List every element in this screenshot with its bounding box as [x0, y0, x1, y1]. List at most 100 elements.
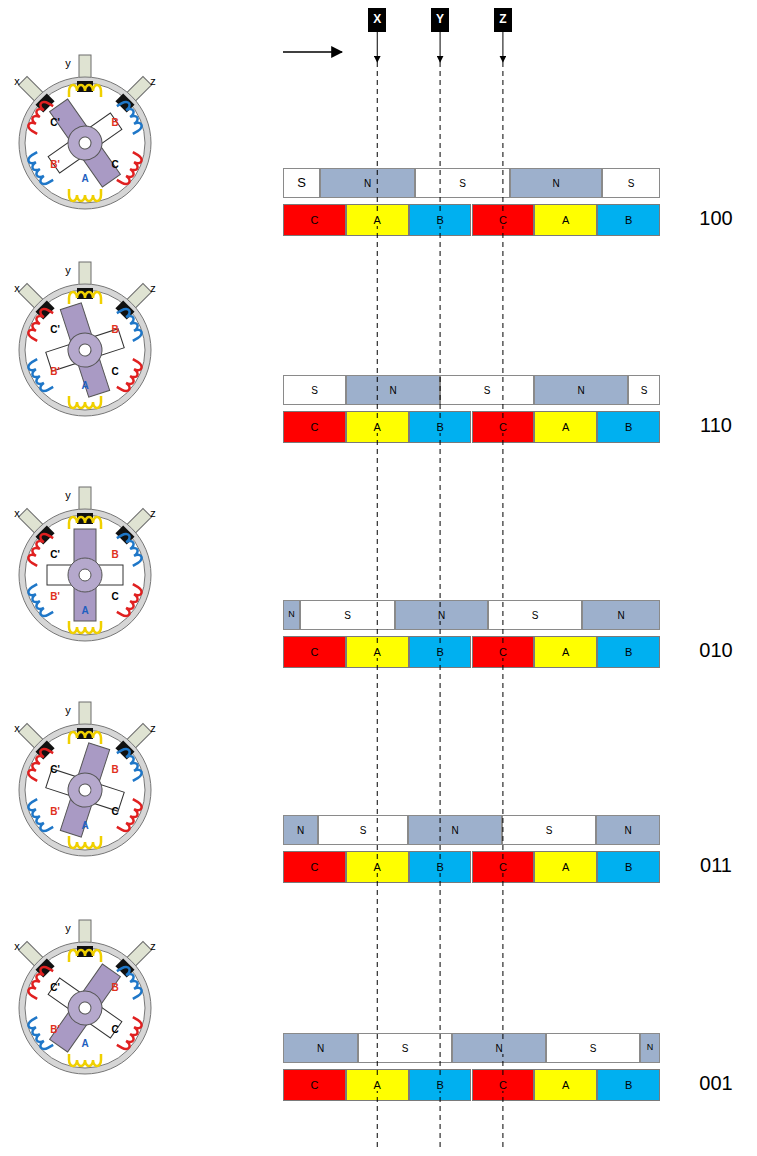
rotor-shaft [77, 782, 92, 797]
stator-coil-segment: B [409, 636, 472, 668]
segment-letter: B [435, 421, 444, 433]
segment-letter: B [435, 1079, 444, 1091]
segment-letter: A [373, 861, 382, 873]
rotor-arm-north [60, 303, 109, 397]
segment-letter: S [401, 1043, 410, 1054]
segment-letter: N [388, 385, 397, 396]
motor-part-label: C [111, 160, 118, 170]
sensor-arrow [502, 32, 503, 62]
segment-letter: N [450, 825, 459, 836]
stator-inner [25, 730, 145, 850]
rotor [27, 84, 142, 203]
rotor-shaft [77, 135, 94, 152]
motor-part-label: B' [50, 1025, 60, 1035]
north-pole-segment: N [596, 815, 660, 845]
north-pole-segment: N [283, 815, 318, 845]
stator-coil-segment: B [409, 204, 472, 236]
north-pole-segment: N [283, 1033, 358, 1063]
stator-coil-segment: A [346, 851, 409, 883]
stator-coil [117, 532, 143, 566]
motor-part-label: B [111, 765, 118, 775]
stator-coil [69, 292, 101, 304]
segment-letter: Z [498, 13, 507, 26]
segment-letter: S [310, 385, 319, 396]
motor-part-label: C' [50, 550, 60, 560]
bldc-motor [19, 702, 152, 856]
segment-letter: A [373, 214, 382, 226]
stator-coil [69, 732, 101, 744]
south-pole-segment: S [546, 1033, 640, 1063]
hall-code: 001 [699, 1073, 732, 1093]
stator-coil [69, 950, 101, 962]
segment-letter: B [624, 214, 633, 226]
segment-letter: B [624, 1079, 633, 1091]
motor-part-label: B [111, 325, 118, 335]
segment-letter: C [309, 421, 319, 433]
stator-coil [69, 85, 101, 97]
segment-letter: C [498, 646, 508, 658]
motor-part-label: z [150, 508, 156, 519]
rotor-hub [64, 329, 107, 372]
stator-coil-segment: A [534, 851, 597, 883]
north-pole-segment: N [510, 168, 602, 198]
motor-part-label: B' [50, 807, 60, 817]
stator-coil-segment: A [346, 411, 409, 443]
segment-letter: N [494, 1043, 503, 1054]
stator-coil [69, 517, 101, 529]
stator-coil [27, 1017, 53, 1051]
motor-part-label: C' [50, 983, 60, 993]
stator-ring [19, 942, 151, 1074]
sensor-arrow [377, 32, 378, 62]
stator-ring [19, 284, 151, 416]
north-pole-segment: N [395, 600, 488, 630]
segment-letter: C [498, 214, 508, 226]
segment-letter: S [483, 385, 492, 396]
bldc-motor [19, 262, 152, 416]
motor-part-label: B [111, 550, 118, 560]
north-pole-segment: N [320, 168, 415, 198]
motor-part-label: A [81, 381, 88, 391]
south-pole-segment: S [358, 1033, 452, 1063]
rotor-arm-north [50, 964, 121, 1052]
segment-letter: N [287, 610, 296, 620]
rotor [35, 295, 136, 406]
stator-coil-segment: C [283, 851, 346, 883]
segment-letter: N [437, 610, 446, 621]
stator-coil-segment: C [472, 851, 535, 883]
stator-coil [69, 189, 101, 201]
motor-part-label: z [150, 941, 156, 952]
south-pole-segment: S [602, 168, 660, 198]
motor-part-label: A [81, 606, 88, 616]
motor-part-label: C [111, 367, 118, 377]
rotor-hub [64, 769, 107, 812]
north-pole-segment: N [452, 1033, 546, 1063]
motor-part-label: C' [50, 765, 60, 775]
bldc-motor [19, 487, 152, 641]
stator-coil-segment: C [283, 636, 346, 668]
motor-part-label: y [65, 705, 71, 716]
segment-letter: S [640, 385, 649, 396]
stator-coil [117, 747, 143, 781]
stator-coil [69, 1054, 101, 1066]
bldc-motor [19, 55, 152, 209]
rotor [35, 735, 136, 846]
motor-part-label: C [111, 807, 118, 817]
stator-coil-segment: C [283, 411, 346, 443]
motor-part-label: y [65, 265, 71, 276]
hall-code: 110 [700, 415, 732, 435]
motor-part-label: C' [50, 118, 60, 128]
motor-part-label: x [14, 283, 20, 294]
stator-coil-segment: B [597, 636, 660, 668]
motor-part-label: B' [50, 592, 60, 602]
bldc-motor [19, 920, 152, 1074]
segment-letter: C [309, 646, 319, 658]
motor-part-label: z [150, 76, 156, 87]
stator-coil [69, 836, 101, 848]
segment-letter: A [373, 1079, 382, 1091]
segment-letter: Y [435, 13, 445, 26]
south-pole-segment: S [628, 375, 660, 405]
motor-part-label: B [111, 983, 118, 993]
rotor-arm-north [50, 99, 121, 187]
stator-coil [27, 799, 53, 833]
